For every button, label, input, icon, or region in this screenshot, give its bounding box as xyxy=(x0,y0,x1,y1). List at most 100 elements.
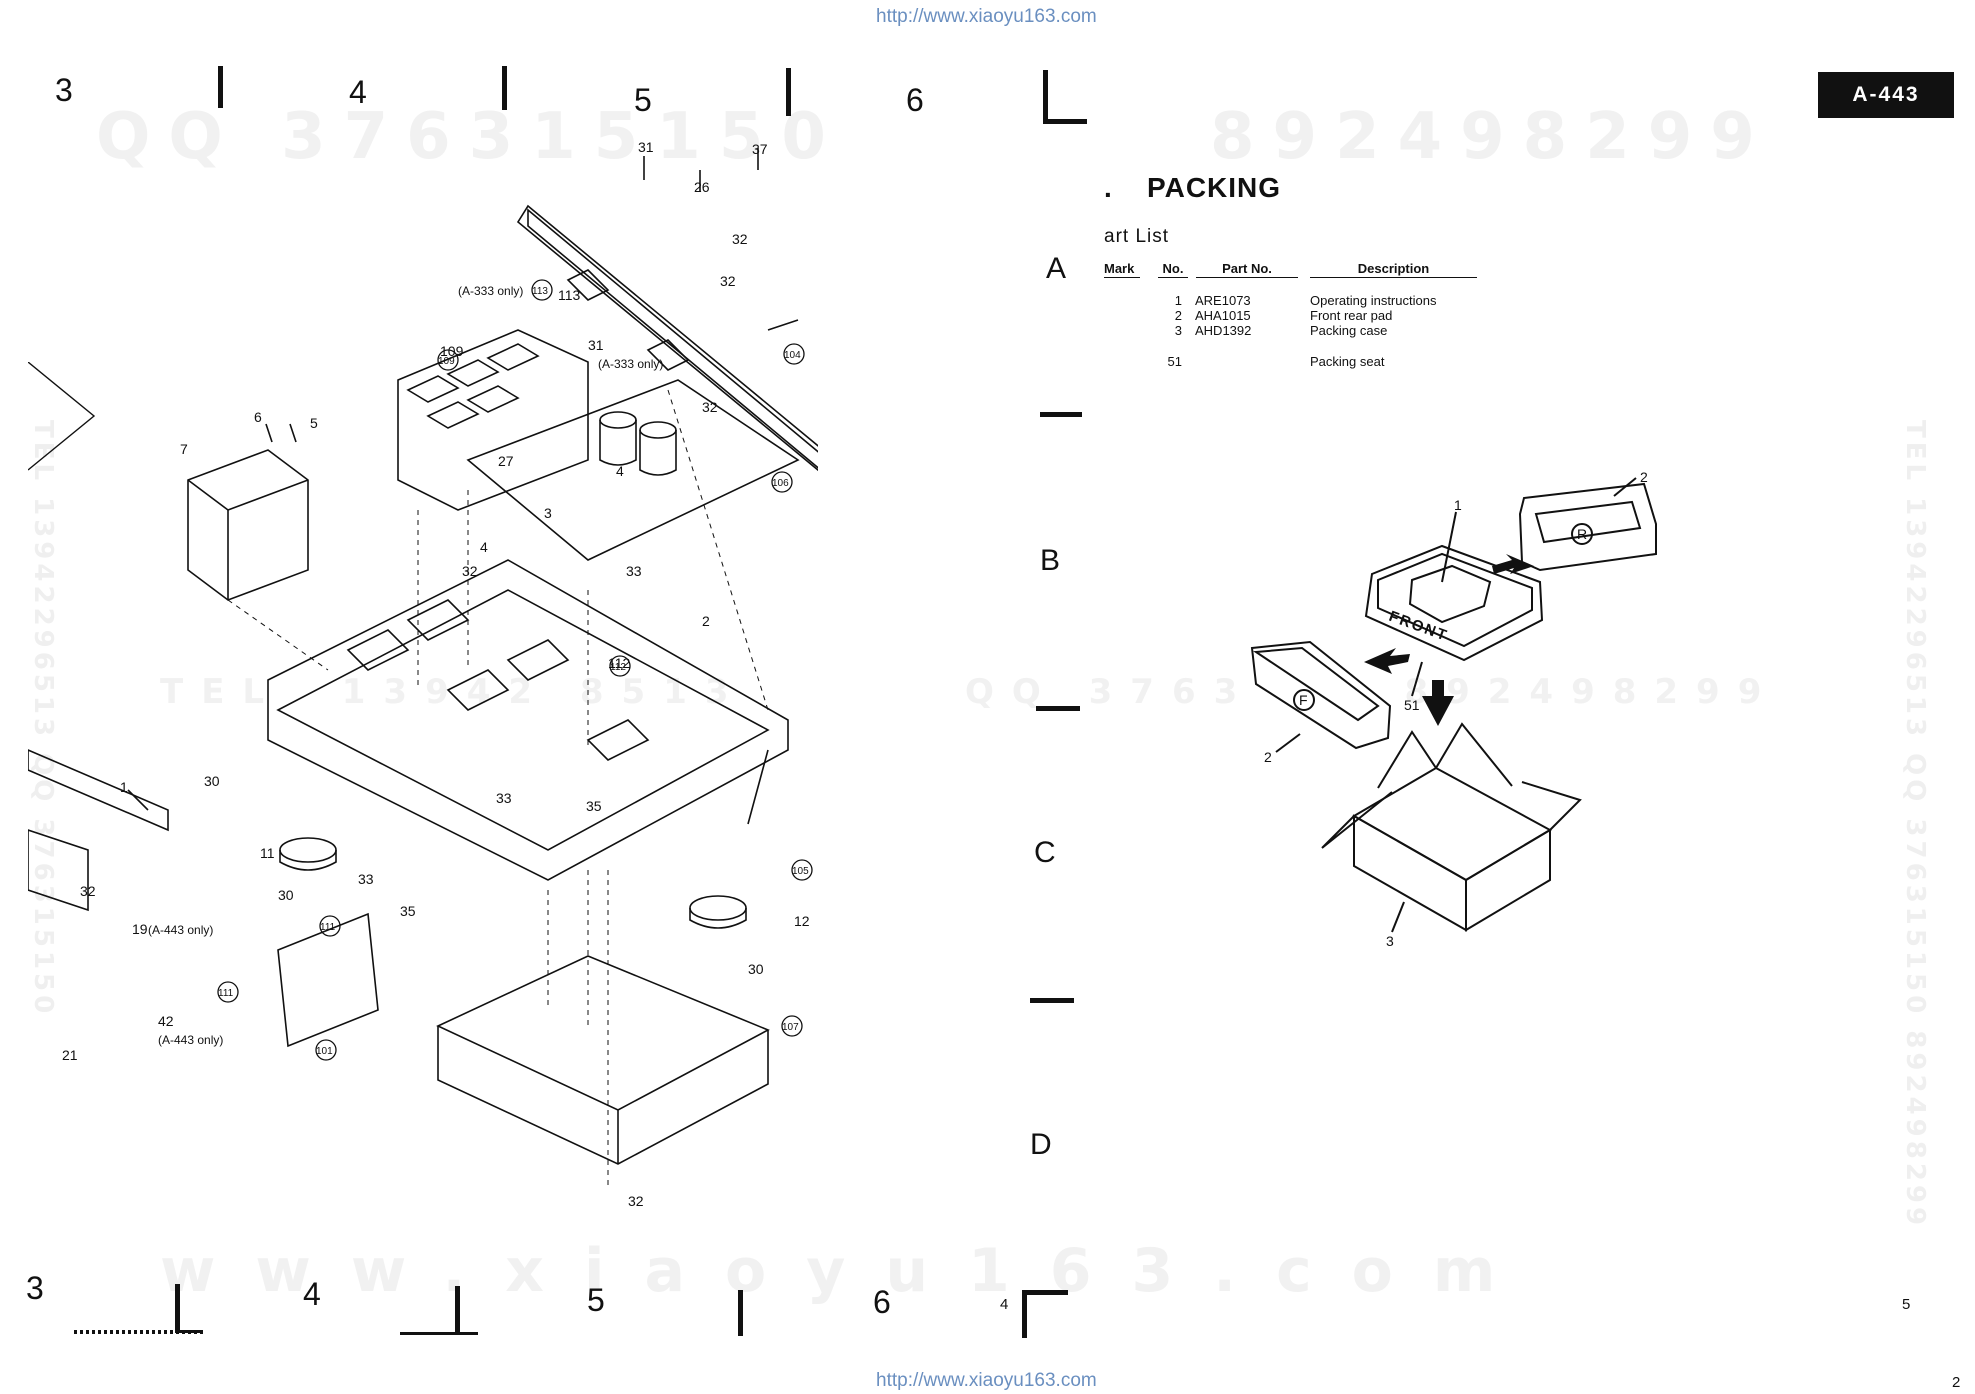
circled-callout: 113 xyxy=(532,286,548,297)
packing-illustration: 1 2 2 3 51 R F FRONT xyxy=(1250,470,1657,949)
callout: 35 xyxy=(400,903,416,919)
part-list-heading: art List xyxy=(1104,226,1170,247)
grid-top-4: 4 xyxy=(349,74,367,110)
carton-front xyxy=(1353,814,1467,932)
circled-callout: 109 xyxy=(438,356,455,367)
callout: 30 xyxy=(204,773,220,789)
callout: 30 xyxy=(748,961,764,977)
note: (A-333 only) xyxy=(458,284,523,298)
arrow-icon xyxy=(1422,680,1454,726)
callout: 26 xyxy=(694,179,710,195)
grid-tick xyxy=(1030,998,1074,1003)
callout: 32 xyxy=(720,273,736,289)
chassis xyxy=(267,559,789,881)
callout: 30 xyxy=(278,887,294,903)
circled-callout xyxy=(609,655,631,677)
header-url[interactable]: http://www.xiaoyu163.com xyxy=(876,6,1097,27)
col-header-mark: Mark xyxy=(1104,261,1140,278)
grid-bottom-6: 6 xyxy=(873,1284,891,1320)
arrow-icon xyxy=(1492,554,1534,574)
note: (A-443 only) xyxy=(148,923,213,937)
bottom-plate xyxy=(436,955,770,1111)
circled-callout xyxy=(791,859,813,881)
row-description: Operating instructions xyxy=(1310,293,1437,308)
callout: 32 xyxy=(628,1193,644,1209)
callout: 21 xyxy=(62,1047,78,1063)
circled-callout: 101 xyxy=(316,1046,333,1057)
power-transformer xyxy=(187,449,309,601)
sub-pcb xyxy=(277,912,379,1048)
circled-callout: 112 xyxy=(610,662,626,673)
section-title: PACKING xyxy=(1147,172,1282,203)
callout: 19 xyxy=(132,921,148,937)
row-no: 1 xyxy=(1174,293,1182,308)
grid-tick xyxy=(738,1290,743,1336)
callout: 1 xyxy=(120,779,128,795)
row-description: Packing case xyxy=(1310,323,1388,338)
carton-flap xyxy=(1521,781,1582,831)
arrow-icon xyxy=(1364,648,1410,674)
grid-tick xyxy=(1040,412,1082,417)
watermark-top-right: 892498299 xyxy=(1210,100,1773,174)
carton-opening xyxy=(1352,766,1553,882)
grid-tick xyxy=(218,66,223,108)
circled-callout xyxy=(783,343,805,365)
grid-corner-mark xyxy=(1043,119,1087,124)
grid-bottom-3: 3 xyxy=(26,1270,44,1306)
page-number-left: 4 xyxy=(1000,1296,1009,1313)
grid-corner-mark xyxy=(1022,1290,1068,1295)
circled-callout xyxy=(771,471,793,493)
grid-corner-mark xyxy=(1043,70,1048,124)
grid-letter-b: B xyxy=(1040,544,1061,577)
callout: 11 xyxy=(260,845,275,861)
circled-callout xyxy=(531,279,553,301)
grid-tick xyxy=(1036,706,1080,711)
circled-callout: 111 xyxy=(320,922,336,933)
callout-3: 3 xyxy=(1386,933,1394,949)
grid-letter-d: D xyxy=(1030,1128,1052,1161)
note: (A-333 only) xyxy=(598,357,663,371)
grid-letter-a: A xyxy=(1046,252,1067,285)
rear-pad xyxy=(1518,482,1657,572)
heatsink xyxy=(397,329,589,511)
grid-bottom-4: 4 xyxy=(303,1276,321,1312)
footer-url[interactable]: http://www.xiaoyu163.com xyxy=(876,1370,1097,1391)
callout: 7 xyxy=(180,441,188,457)
packing-seat-rim xyxy=(1377,552,1533,648)
circled-callout: 107 xyxy=(782,1022,799,1033)
main-pcb xyxy=(466,379,800,561)
carton-flap xyxy=(1377,730,1437,789)
callout: 33 xyxy=(358,871,374,887)
scan-edge-triangle xyxy=(28,362,96,471)
rear-panel-face xyxy=(527,208,818,469)
instruction-box xyxy=(1408,564,1492,624)
circled-callout xyxy=(319,915,341,937)
col-header-description: Description xyxy=(1310,261,1477,278)
grid-top-5: 5 xyxy=(634,82,652,118)
row-part-no: ARE1073 xyxy=(1195,293,1251,308)
watermark-bottom: www.xiaoyu163.com xyxy=(160,1236,1536,1306)
callout: 27 xyxy=(498,453,514,469)
section-title-prefix: . xyxy=(1104,172,1113,203)
col-header-part-no: Part No. xyxy=(1196,261,1298,278)
row-description: Front rear pad xyxy=(1310,308,1393,323)
circled-callout: 104 xyxy=(784,350,801,361)
rear-pad-inner xyxy=(1534,500,1642,544)
col-header-no: No. xyxy=(1158,261,1188,278)
grid-tick xyxy=(400,1332,478,1335)
circled-callout xyxy=(781,1015,803,1037)
callout: 4 xyxy=(480,539,488,555)
foot xyxy=(279,837,337,863)
callout: 31 xyxy=(588,337,604,353)
row-no: 2 xyxy=(1174,308,1182,323)
grid-tick xyxy=(786,68,791,116)
carton-flap xyxy=(1321,791,1393,849)
front-pad xyxy=(1250,640,1392,750)
callout: 32 xyxy=(732,231,748,247)
row-description: Packing seat xyxy=(1310,354,1385,369)
row-part-no: AHD1392 xyxy=(1195,323,1252,338)
grid-bottom-5: 5 xyxy=(587,1282,605,1318)
watermark-mid-right: QQ 3763 892498299 xyxy=(965,672,1780,712)
row-part-no: AHA1015 xyxy=(1195,308,1251,323)
callout: 33 xyxy=(496,790,512,806)
